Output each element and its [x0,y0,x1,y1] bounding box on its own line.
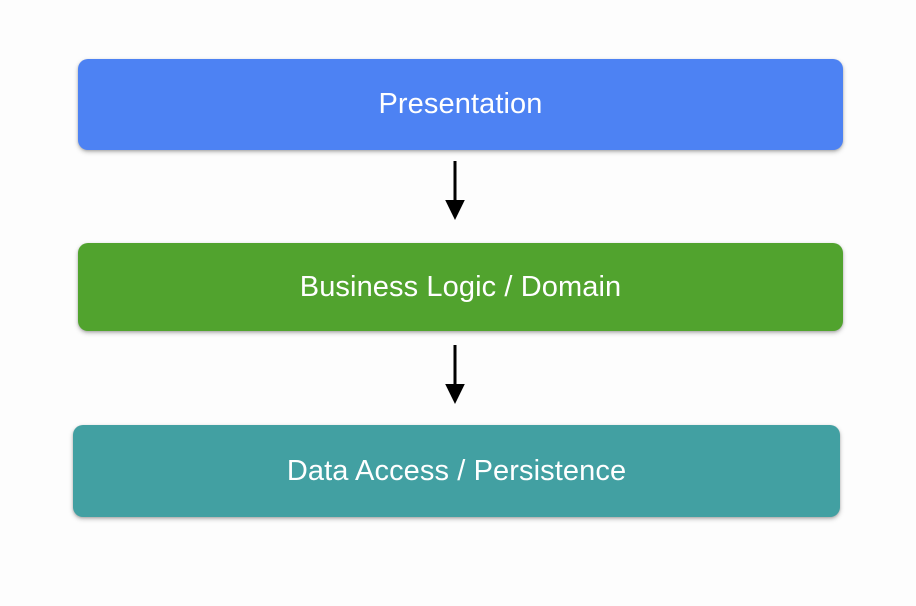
arrow-business-to-data-icon [445,345,465,404]
layer-box-data-access[interactable]: Data Access / Persistence [73,425,840,517]
layer-box-presentation[interactable]: Presentation [78,59,843,150]
layer-box-business-logic[interactable]: Business Logic / Domain [78,243,843,331]
layer-label-business-logic: Business Logic / Domain [299,270,622,303]
layer-label-presentation: Presentation [378,88,543,120]
layer-label-data-access: Data Access / Persistence [286,454,627,487]
arrow-presentation-to-business-icon [445,161,465,220]
